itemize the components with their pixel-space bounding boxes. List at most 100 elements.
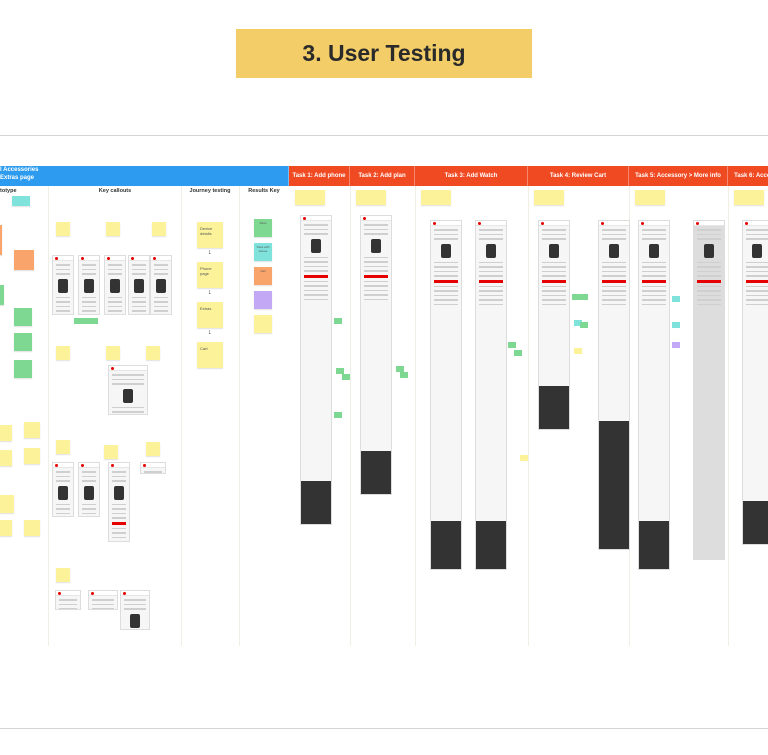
text-line [56, 296, 70, 298]
phone-footer [743, 501, 768, 544]
text-line [602, 275, 626, 277]
sticky-note [152, 222, 166, 236]
text-line [56, 305, 70, 307]
sticky-note [24, 520, 40, 536]
text-line [304, 298, 328, 300]
text-line [124, 608, 146, 610]
phone-mockup [52, 255, 74, 315]
text-line [132, 296, 146, 298]
text-line [56, 264, 70, 266]
result-tag [334, 412, 342, 418]
product-image [441, 243, 451, 258]
text-line [746, 303, 768, 305]
add-to-basket-button [82, 315, 96, 316]
sticky-note [14, 250, 34, 270]
results-key-item: Pass with issues [254, 243, 272, 261]
text-line [112, 527, 126, 529]
text-line [542, 238, 566, 240]
text-line [642, 275, 666, 277]
phone-mockup [140, 462, 166, 474]
text-line [132, 310, 146, 312]
add-to-basket-button [542, 279, 566, 283]
result-tag [396, 366, 404, 372]
text-line [542, 270, 566, 272]
text-line [132, 305, 146, 307]
text-line [746, 299, 768, 301]
text-line [82, 264, 96, 266]
phone-mockup [55, 590, 81, 610]
product-image [486, 243, 496, 258]
text-line [154, 310, 168, 312]
text-line [59, 599, 77, 601]
task-header: Task 5: Accessory > More info [629, 166, 728, 186]
text-line [434, 229, 458, 231]
phone-mockup [430, 220, 462, 570]
text-line [697, 290, 721, 292]
text-line [112, 508, 126, 510]
sticky-note [106, 222, 120, 236]
text-line [642, 290, 666, 292]
text-line [697, 229, 721, 231]
phone-header [694, 221, 724, 226]
product-image [58, 485, 68, 500]
result-tag [334, 318, 342, 324]
text-line [697, 275, 721, 277]
phone-mockup [78, 255, 100, 315]
result-tag [672, 342, 680, 348]
text-line [364, 280, 388, 282]
text-line [56, 310, 70, 312]
text-line [364, 228, 388, 230]
text-line [304, 224, 328, 226]
text-line [108, 264, 122, 266]
phone-footer [639, 521, 669, 569]
add-to-basket-button [434, 279, 458, 283]
product-image [609, 243, 619, 258]
text-line [697, 285, 721, 287]
add-to-basket-button [56, 315, 70, 316]
text-line [92, 603, 114, 605]
text-line [364, 233, 388, 235]
text-line [602, 270, 626, 272]
phone-footer [301, 481, 331, 524]
section-title: 3. User Testing [236, 29, 532, 78]
text-line [112, 517, 126, 519]
text-line [479, 285, 503, 287]
result-tag [572, 294, 580, 300]
text-line [542, 233, 566, 235]
phone-mockup [150, 255, 172, 315]
divider [350, 186, 351, 646]
divider [0, 728, 768, 729]
text-line [642, 299, 666, 301]
text-line [602, 233, 626, 235]
text-line [746, 275, 768, 277]
phone-header [301, 216, 331, 221]
header-prototype: l Accessories Extras page [0, 166, 289, 186]
text-line [82, 301, 96, 303]
text-line [434, 270, 458, 272]
text-line [479, 261, 503, 263]
text-line [124, 603, 146, 605]
text-line [364, 256, 388, 258]
divider [528, 186, 529, 646]
text-line [697, 261, 721, 263]
add-to-basket-button [479, 279, 503, 283]
phone-footer [539, 386, 569, 429]
task-note [534, 190, 564, 205]
text-line [132, 268, 146, 270]
arrow-down-icon: ↓ [208, 289, 212, 296]
product-image [114, 485, 124, 500]
result-tag [514, 350, 522, 356]
sticky-note [12, 196, 30, 206]
sticky-note [146, 442, 160, 456]
phone-header [476, 221, 506, 226]
text-line [479, 303, 503, 305]
product-image [156, 278, 166, 293]
text-line [56, 301, 70, 303]
task-note [734, 190, 764, 205]
text-line [154, 273, 168, 275]
result-tag [336, 368, 344, 374]
text-line [434, 261, 458, 263]
text-line [602, 294, 626, 296]
task-header: Task 4: Review Cart [528, 166, 629, 186]
phone-footer [361, 451, 391, 494]
